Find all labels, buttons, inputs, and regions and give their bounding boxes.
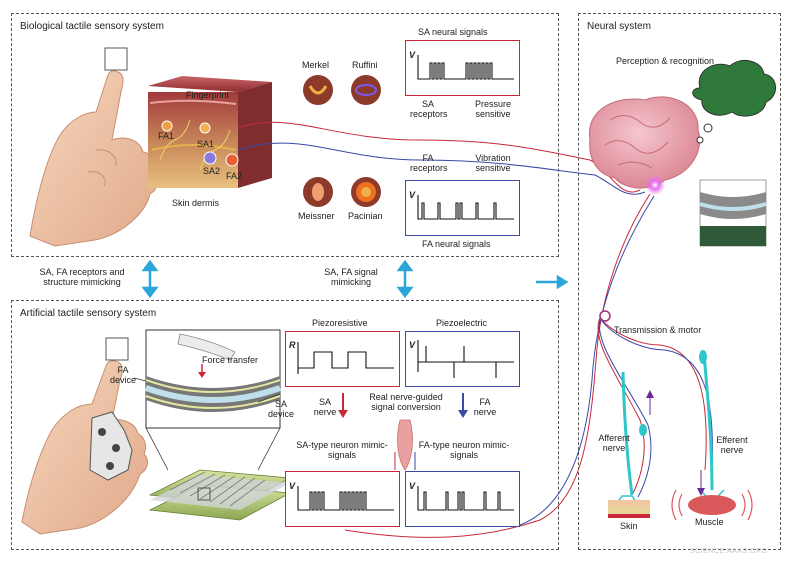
signal-conversion-label: Real nerve-guided signal conversion bbox=[369, 392, 443, 412]
receptor-icons bbox=[303, 75, 381, 207]
conversion-arrows bbox=[338, 393, 468, 471]
connection-arrows bbox=[141, 259, 569, 299]
force-transfer-label: Force transfer bbox=[202, 355, 259, 365]
neural-panel-title: Neural system bbox=[587, 21, 651, 32]
sa-neural-signals-title: SA neural signals bbox=[418, 27, 488, 37]
piezoelectric-waveform bbox=[417, 340, 514, 378]
sensor-array-illustration bbox=[148, 469, 292, 521]
sa-nerve-label: SA nerve bbox=[313, 397, 337, 417]
neural-panel bbox=[578, 13, 781, 550]
skin-sample-illustration bbox=[608, 500, 650, 518]
fa2-label: FA2 bbox=[226, 171, 243, 181]
sa-device-label: SA device bbox=[268, 399, 295, 419]
biological-hand-illustration bbox=[29, 47, 159, 247]
fa-mimic-waveform bbox=[417, 486, 514, 511]
fa-neural-axis-label: V bbox=[409, 190, 416, 200]
fa-mimic-signals-title: FA-type neuron mimic-signals bbox=[418, 440, 510, 460]
ruffini-label: Ruffini bbox=[352, 60, 378, 70]
fa-neural-signals-title: FA neural signals bbox=[422, 239, 491, 249]
muscle-label: Muscle bbox=[695, 517, 724, 527]
afferent-nerve-label: Afferent nerve bbox=[598, 433, 630, 453]
artificial-panel bbox=[11, 300, 559, 550]
sa1-label: SA1 bbox=[197, 139, 215, 149]
sa-mimic-waveform bbox=[297, 486, 394, 511]
sa-neural-waveform bbox=[417, 55, 514, 80]
fa-neural-waveform bbox=[417, 195, 514, 220]
device-inset-image bbox=[699, 179, 767, 247]
sa-mimic-axis-label: V bbox=[289, 481, 296, 491]
transmission-pathway bbox=[597, 310, 713, 498]
fa1-label: FA1 bbox=[158, 131, 175, 141]
piezoelectric-box: V bbox=[405, 331, 520, 387]
fa-device-label: FA device bbox=[110, 365, 137, 385]
piezoelectric-title: Piezoelectric bbox=[436, 318, 488, 328]
fa-neural-signals-box: V bbox=[405, 180, 520, 236]
muscle-illustration bbox=[671, 489, 753, 521]
fa-receptors-label: FA receptors bbox=[410, 153, 448, 173]
biological-panel bbox=[11, 13, 559, 257]
receptors-mimicking-label: SA, FA receptors and structure mimicking bbox=[39, 267, 125, 287]
pacinian-label: Pacinian bbox=[348, 211, 383, 221]
sa2-label: SA2 bbox=[203, 166, 221, 176]
fa-mimic-signals-box: V bbox=[405, 471, 520, 527]
thought-cloud bbox=[692, 59, 776, 144]
fa-mimic-axis-label: V bbox=[409, 481, 416, 491]
watermark: SCIENCE.AAAS.ORG bbox=[690, 548, 768, 555]
brain-illustration bbox=[589, 96, 701, 195]
skin-block-illustration bbox=[148, 76, 272, 188]
fingerprint-label: Fingerprint bbox=[186, 90, 230, 100]
biological-panel-title: Biological tactile sensory system bbox=[20, 21, 164, 32]
sa-mimic-signals-title: SA-type neuron mimic-signals bbox=[296, 440, 388, 460]
vibration-sensitive-label: Vibration sensitive bbox=[475, 153, 511, 173]
artificial-hand-illustration bbox=[21, 337, 148, 535]
sa-receptors-label: SA receptors bbox=[410, 99, 448, 119]
sa-mimic-signals-box: V bbox=[285, 471, 400, 527]
artificial-nerve-fibers bbox=[344, 193, 655, 538]
device-cross-section bbox=[133, 329, 282, 471]
meissner-label: Meissner bbox=[298, 211, 335, 221]
skin-label: Skin bbox=[620, 521, 638, 531]
piezoresistive-title: Piezoresistive bbox=[312, 318, 368, 328]
neurons-illustration bbox=[611, 350, 725, 511]
efferent-nerve-label: Efferent nerve bbox=[716, 435, 748, 455]
transmission-motor-label: Transmission & motor bbox=[614, 325, 702, 335]
sa-neural-signals-box: V bbox=[405, 40, 520, 96]
perception-recognition-label: Perception & recognition bbox=[616, 56, 715, 66]
artificial-panel-title: Artificial tactile sensory system bbox=[20, 308, 157, 319]
piezoelectric-axis-label: V bbox=[409, 340, 416, 350]
piezoresistive-box: R bbox=[285, 331, 400, 387]
skin-dermis-label: Skin dermis bbox=[172, 198, 220, 208]
fa-nerve-label: FA nerve bbox=[473, 397, 497, 417]
piezoresistive-axis-label: R bbox=[289, 340, 296, 350]
pressure-sensitive-label: Pressure sensitive bbox=[474, 99, 511, 119]
sa-neural-axis-label: V bbox=[409, 50, 416, 60]
piezoresistive-waveform bbox=[297, 342, 394, 374]
signal-mimicking-label: SA, FA signal mimicking bbox=[324, 267, 378, 287]
merkel-label: Merkel bbox=[302, 60, 330, 70]
